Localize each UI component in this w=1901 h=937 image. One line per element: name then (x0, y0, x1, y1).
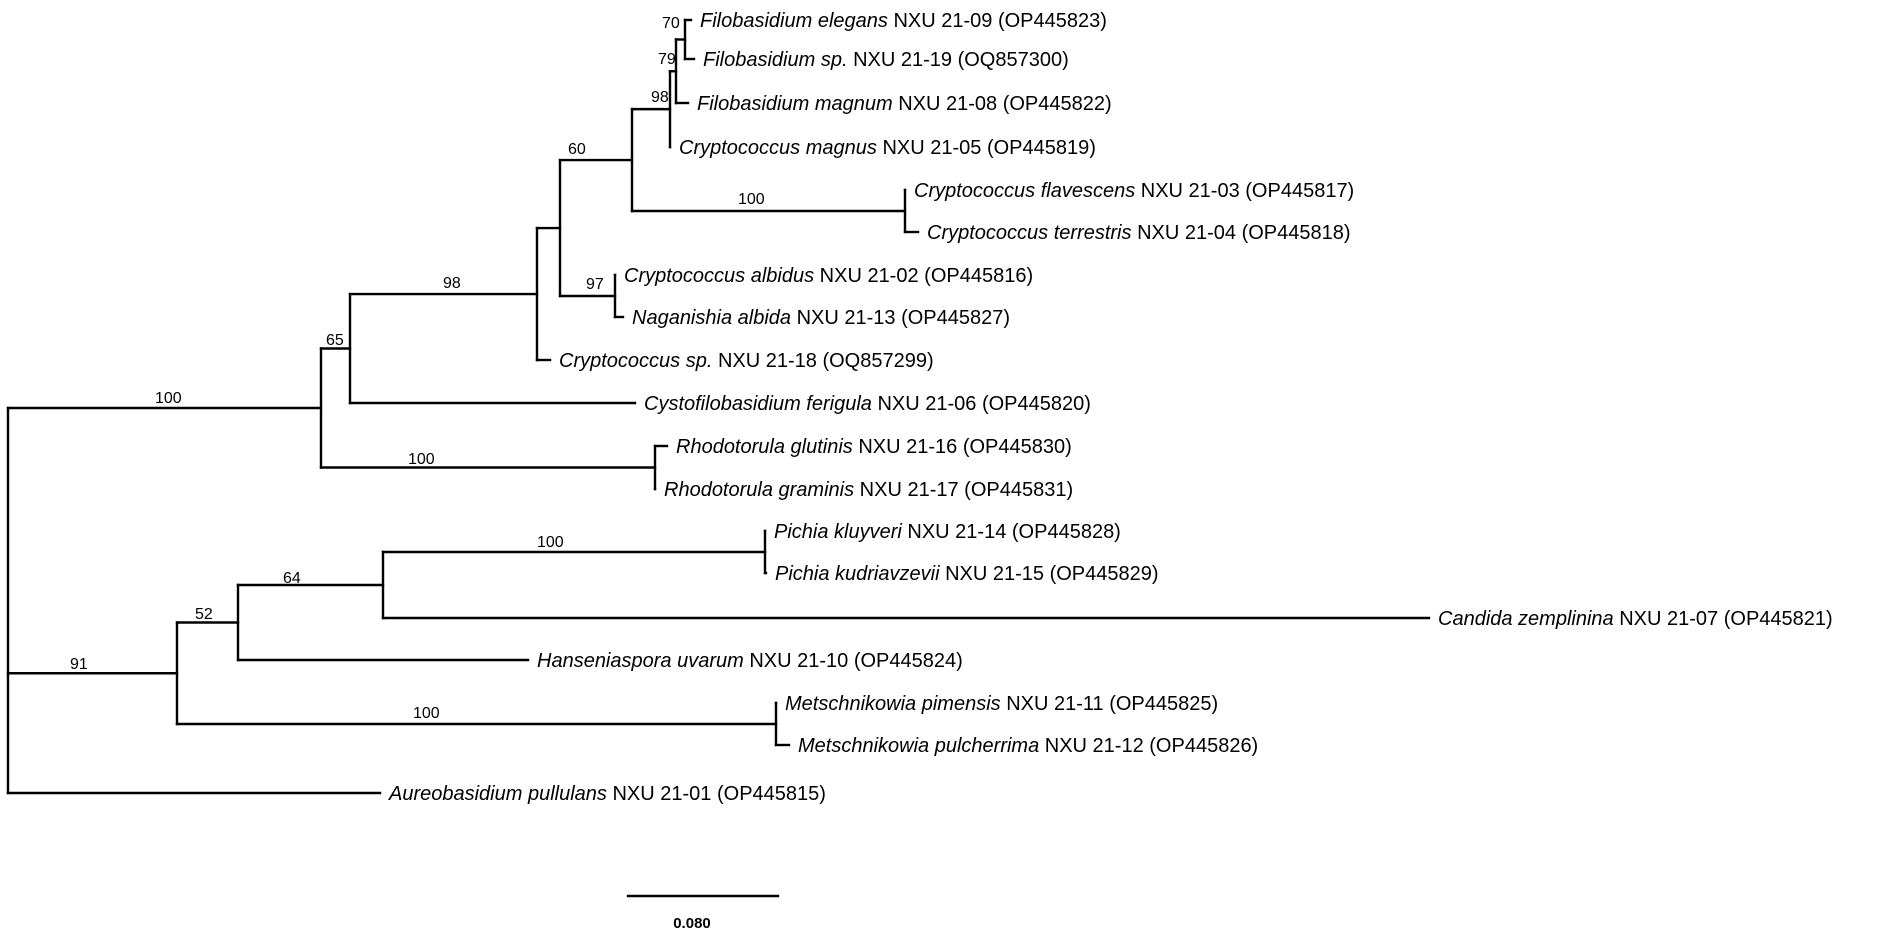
strain-id: NXU 21-19 (853, 49, 952, 71)
strain-id: NXU 21-08 (898, 93, 997, 115)
strain-id: NXU 21-10 (749, 650, 848, 672)
taxon-label: Candida zemplinina NXU 21-07 (OP445821) (1438, 608, 1833, 630)
strain-id: NXU 21-13 (797, 307, 896, 329)
bootstrap-value: 100 (155, 390, 182, 407)
taxon-label: Cryptococcus sp. NXU 21-18 (OQ857299) (559, 350, 934, 372)
strain-id: NXU 21-01 (612, 783, 711, 805)
taxon-label: Rhodotorula graminis NXU 21-17 (OP445831… (664, 479, 1073, 501)
bootstrap-value: 70 (662, 15, 680, 32)
bootstrap-value: 98 (651, 89, 669, 106)
species-name: Hanseniaspora uvarum (537, 650, 744, 672)
taxon-label: Cryptococcus magnus NXU 21-05 (OP445819) (679, 137, 1096, 159)
species-name: Cryptococcus sp. (559, 350, 712, 372)
taxon-label: Filobasidium magnum NXU 21-08 (OP445822) (697, 93, 1112, 115)
taxon-label: Hanseniaspora uvarum NXU 21-10 (OP445824… (537, 650, 963, 672)
bootstrap-value: 100 (413, 705, 440, 722)
accession-number: (OQ857299) (822, 350, 933, 372)
taxon-label: Cystofilobasidium ferigula NXU 21-06 (OP… (644, 393, 1091, 415)
accession-number: (OP445830) (963, 436, 1072, 458)
taxon-label: Pichia kudriavzevii NXU 21-15 (OP445829) (775, 563, 1159, 585)
taxon-label: Cryptococcus terrestris NXU 21-04 (OP445… (927, 222, 1351, 244)
species-name: Metschnikowia pulcherrima (798, 735, 1039, 757)
strain-id: NXU 21-05 (882, 137, 981, 159)
accession-number: (OP445828) (1012, 521, 1121, 543)
species-name: Pichia kluyveri (774, 521, 902, 543)
taxon-label: Metschnikowia pulcherrima NXU 21-12 (OP4… (798, 735, 1258, 757)
strain-id: NXU 21-17 (860, 479, 959, 501)
accession-number: (OP445822) (1003, 93, 1112, 115)
taxon-label: Cryptococcus flavescens NXU 21-03 (OP445… (914, 180, 1354, 202)
strain-id: NXU 21-07 (1619, 608, 1718, 630)
species-name: Cryptococcus albidus (624, 265, 814, 287)
taxon-label: Rhodotorula glutinis NXU 21-16 (OP445830… (676, 436, 1072, 458)
strain-id: NXU 21-16 (858, 436, 957, 458)
taxon-label: Filobasidium sp. NXU 21-19 (OQ857300) (703, 49, 1069, 71)
accession-number: (OP445827) (901, 307, 1010, 329)
accession-number: (OP445824) (854, 650, 963, 672)
species-name: Cryptococcus magnus (679, 137, 877, 159)
accession-number: (OP445826) (1149, 735, 1258, 757)
species-name: Rhodotorula glutinis (676, 436, 853, 458)
bootstrap-value: 100 (537, 534, 564, 551)
scale-bar-label: 0.080 (673, 915, 711, 932)
bootstrap-value: 100 (408, 451, 435, 468)
strain-id: NXU 21-06 (877, 393, 976, 415)
accession-number: (OP445815) (717, 783, 826, 805)
accession-number: (OP445820) (982, 393, 1091, 415)
accession-number: (OP445818) (1242, 222, 1351, 244)
accession-number: (OP445819) (987, 137, 1096, 159)
accession-number: (OP445821) (1724, 608, 1833, 630)
bootstrap-value: 64 (283, 570, 301, 587)
strain-id: NXU 21-14 (907, 521, 1006, 543)
species-name: Filobasidium sp. (703, 49, 848, 71)
bootstrap-value: 91 (70, 656, 88, 673)
bootstrap-value: 100 (738, 191, 765, 208)
bootstrap-value: 65 (326, 332, 344, 349)
bootstrap-value: 79 (658, 51, 676, 68)
strain-id: NXU 21-12 (1045, 735, 1144, 757)
accession-number: (OP445825) (1109, 693, 1218, 715)
taxon-label: Aureobasidium pullulans NXU 21-01 (OP445… (388, 783, 826, 805)
accession-number: (OP445817) (1245, 180, 1354, 202)
taxon-label: Naganishia albida NXU 21-13 (OP445827) (632, 307, 1010, 329)
bootstrap-value: 52 (195, 606, 213, 623)
strain-id: NXU 21-02 (820, 265, 919, 287)
taxon-label: Metschnikowia pimensis NXU 21-11 (OP4458… (785, 693, 1218, 715)
bootstrap-value: 98 (443, 275, 461, 292)
species-name: Candida zemplinina (1438, 608, 1614, 630)
species-name: Cryptococcus terrestris (927, 222, 1132, 244)
strain-id: NXU 21-18 (718, 350, 817, 372)
strain-id: NXU 21-15 (945, 563, 1044, 585)
accession-number: (OQ857300) (958, 49, 1069, 71)
strain-id: NXU 21-09 (893, 10, 992, 32)
species-name: Pichia kudriavzevii (775, 563, 940, 585)
taxon-label: Pichia kluyveri NXU 21-14 (OP445828) (774, 521, 1121, 543)
species-name: Aureobasidium pullulans (388, 783, 607, 805)
accession-number: (OP445816) (924, 265, 1033, 287)
accession-number: (OP445831) (964, 479, 1073, 501)
taxon-label: Cryptococcus albidus NXU 21-02 (OP445816… (624, 265, 1033, 287)
species-name: Naganishia albida (632, 307, 791, 329)
bootstrap-value: 60 (568, 141, 586, 158)
bootstrap-value: 97 (586, 276, 604, 293)
species-name: Metschnikowia pimensis (785, 693, 1001, 715)
species-name: Rhodotorula graminis (664, 479, 854, 501)
accession-number: (OP445823) (998, 10, 1107, 32)
species-name: Cystofilobasidium ferigula (644, 393, 872, 415)
species-name: Filobasidium elegans (700, 10, 888, 32)
species-name: Filobasidium magnum (697, 93, 893, 115)
species-name: Cryptococcus flavescens (914, 180, 1135, 202)
strain-id: NXU 21-03 (1141, 180, 1240, 202)
strain-id: NXU 21-11 (1006, 693, 1103, 715)
strain-id: NXU 21-04 (1137, 222, 1236, 244)
accession-number: (OP445829) (1050, 563, 1159, 585)
taxon-label: Filobasidium elegans NXU 21-09 (OP445823… (700, 10, 1107, 32)
